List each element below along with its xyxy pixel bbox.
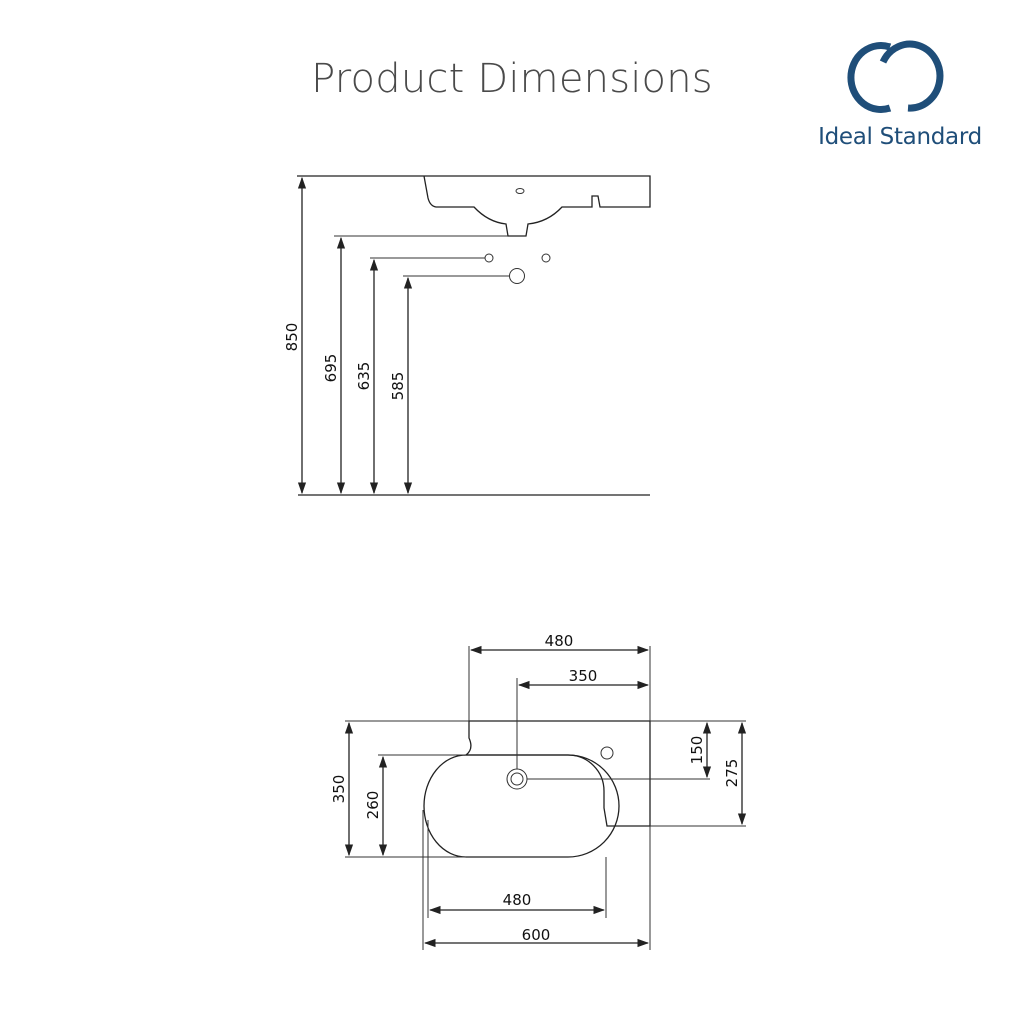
- dim-label-600: 600: [522, 926, 551, 944]
- tap-connection-point: [484, 253, 494, 263]
- elevation-view: 850 695 635 585: [283, 175, 651, 496]
- dim-label-695: 695: [322, 354, 340, 383]
- overflow-hole: [515, 188, 525, 194]
- logo-right-ring: [879, 40, 944, 112]
- dim-label-350-tap: 350: [569, 667, 598, 685]
- basin-profile: [297, 175, 651, 237]
- tap-hole-outer: [506, 768, 528, 790]
- page-title: Product Dimensions: [311, 56, 713, 102]
- logo-left-ring: [847, 42, 892, 113]
- basin-outline: [464, 720, 651, 827]
- dim-label-150: 150: [688, 736, 706, 765]
- tap-hole-inner: [510, 772, 524, 786]
- bowl-outline: [423, 754, 620, 858]
- outlet-pipe: [509, 268, 525, 284]
- overflow-hole: [600, 746, 614, 760]
- dim-label-260: 260: [364, 791, 382, 820]
- dim-label-480-top: 480: [545, 632, 574, 650]
- dim-label-850: 850: [283, 323, 301, 352]
- dim-label-635: 635: [355, 362, 373, 391]
- dim-label-275: 275: [723, 759, 741, 788]
- plan-view: 480 350 480 600 350 260 150 275: [330, 632, 747, 950]
- dim-label-585: 585: [389, 372, 407, 401]
- dim-label-480-bowl: 480: [503, 891, 532, 909]
- tap-connection-point-2: [541, 253, 551, 263]
- interlocking-rings-logo-icon: [847, 40, 944, 113]
- brand-logo: [847, 40, 944, 113]
- dim-label-350-depth: 350: [330, 775, 348, 804]
- brand-name: Ideal Standard: [818, 124, 982, 150]
